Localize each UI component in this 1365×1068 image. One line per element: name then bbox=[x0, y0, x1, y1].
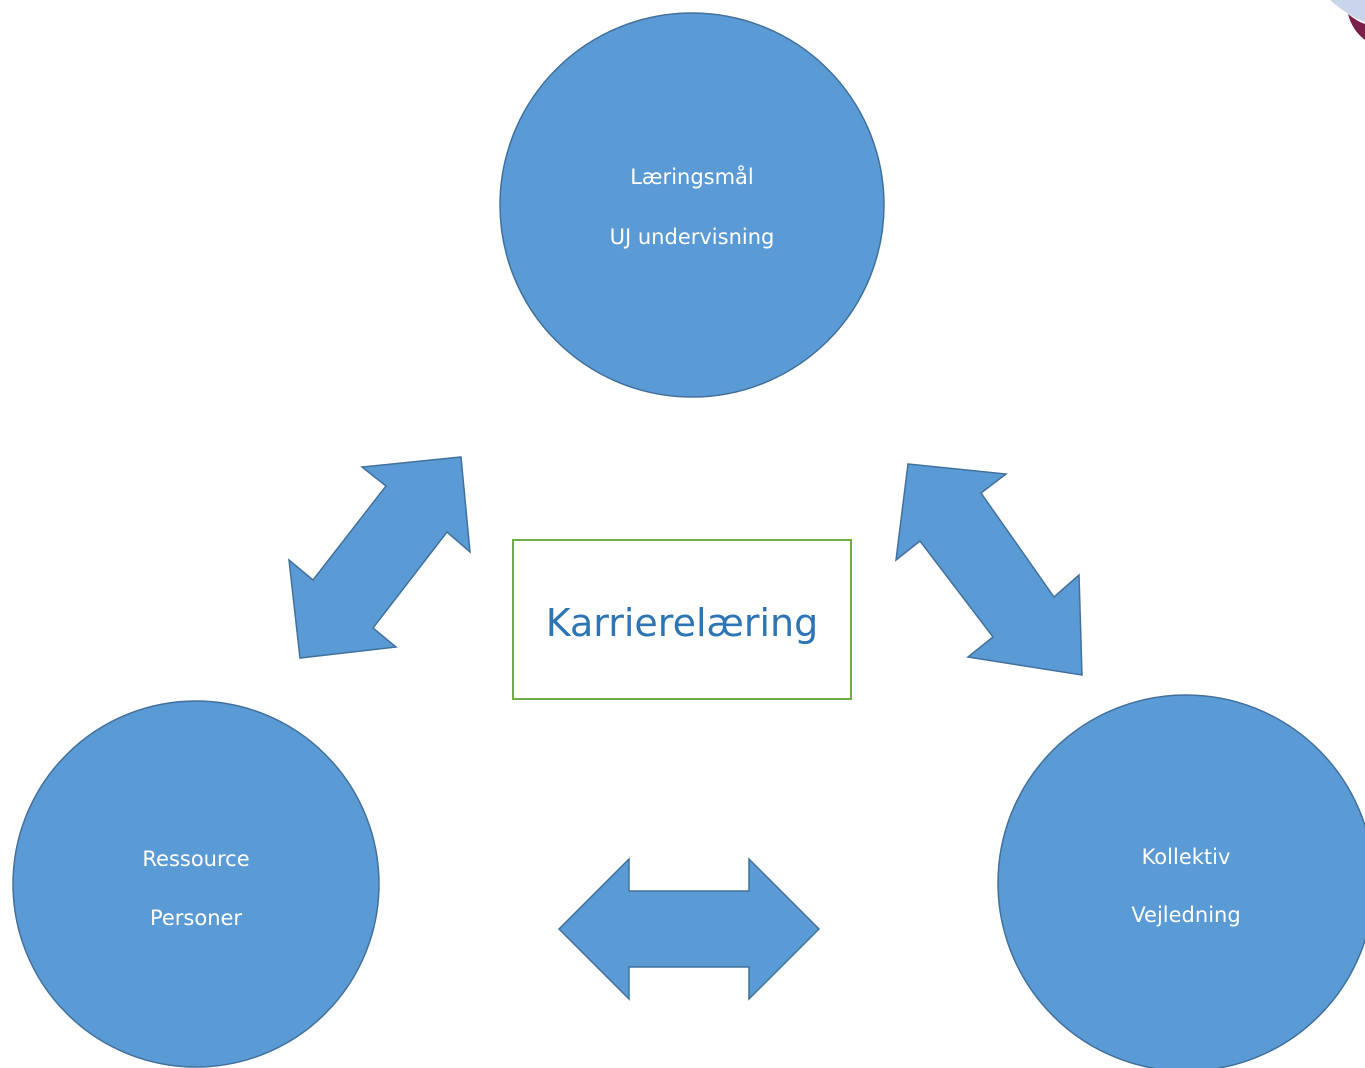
node-right-line1: Kollektiv bbox=[1142, 845, 1231, 869]
node-top-line2: UJ undervisning bbox=[610, 225, 775, 249]
center-title-box: Karrierelæring bbox=[512, 539, 852, 700]
double-arrow-icon-left bbox=[288, 456, 471, 659]
double-arrow-icon-bottom bbox=[557, 857, 821, 1001]
node-ressource-personer: Ressource Personer bbox=[12, 700, 380, 1068]
node-circle-top bbox=[499, 12, 885, 398]
node-left-line2: Personer bbox=[150, 906, 242, 930]
node-left-line1: Ressource bbox=[142, 847, 249, 871]
corner-logo bbox=[1330, 0, 1365, 40]
double-arrow-icon-right bbox=[895, 463, 1083, 676]
node-circle-right bbox=[997, 694, 1365, 1068]
node-circle-left bbox=[12, 700, 380, 1068]
node-top-line1: Læringsmål bbox=[630, 164, 754, 189]
node-laeringsmaal: Læringsmål UJ undervisning bbox=[499, 12, 885, 398]
node-right-line2: Vejledning bbox=[1131, 903, 1240, 927]
center-title: Karrierelæring bbox=[546, 601, 818, 645]
center-box-frame bbox=[512, 539, 852, 700]
node-kollektiv-vejledning: Kollektiv Vejledning bbox=[997, 694, 1365, 1068]
